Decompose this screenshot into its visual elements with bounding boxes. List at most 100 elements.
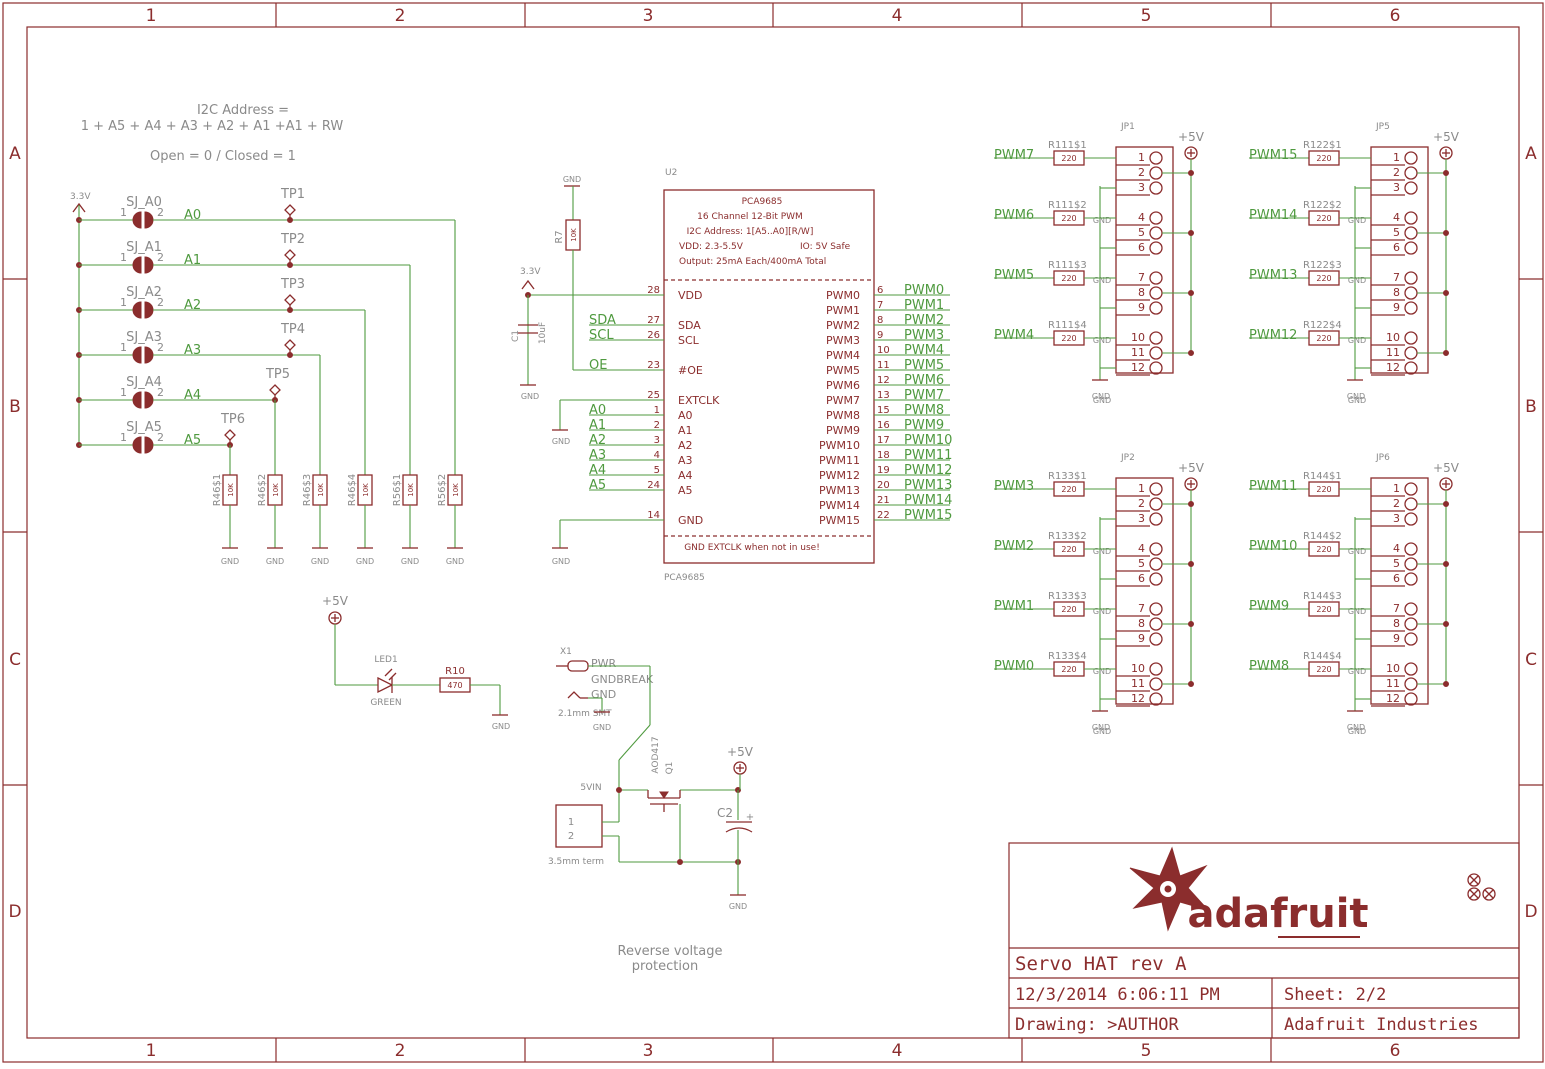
header-pin <box>1149 226 1163 240</box>
c1-gnd-label: GND <box>521 392 539 401</box>
c1-supply-label: 3.3V <box>520 267 541 277</box>
u2-right-net-label: PWM8 <box>904 403 944 418</box>
u2-right-pin-name: PWM3 <box>826 334 860 347</box>
r7-value: 10K <box>570 228 578 242</box>
u2-right-net-label: PWM7 <box>904 388 944 403</box>
u2-right-pin-number: 17 <box>877 435 890 446</box>
header-pin <box>1149 602 1163 616</box>
reverse-note-line1: Reverse voltage <box>618 944 723 959</box>
header-pin-number: 8 <box>1393 286 1400 299</box>
column-label-bottom: 3 <box>643 1041 654 1061</box>
header-pin <box>1404 677 1418 691</box>
header-pin <box>1149 692 1163 706</box>
q1-part: AOD417 <box>651 736 661 773</box>
column-label-top: 3 <box>643 6 654 26</box>
pulldown-ref: R46$1 <box>212 474 223 506</box>
header-signal-net: PWM10 <box>1249 539 1297 554</box>
u2-left-pin-number: 27 <box>647 315 660 326</box>
terminal-type: 3.5mm term <box>548 857 604 867</box>
solder-jumper <box>132 391 142 409</box>
header-pin <box>1149 241 1163 255</box>
header-pin <box>1149 632 1163 646</box>
u2-right-pin-number: 9 <box>877 330 883 341</box>
header-pin-number: 10 <box>1131 331 1145 344</box>
header-pin <box>1149 151 1163 165</box>
header-signal-net: PWM1 <box>994 599 1034 614</box>
header-pin <box>1404 301 1418 315</box>
test-point <box>284 294 296 306</box>
series-resistor-ref: R133$2 <box>1048 531 1087 542</box>
u2-right-pin-name: PWM2 <box>826 319 860 332</box>
header-pin-number: 2 <box>1393 497 1400 510</box>
header-gnd-tag: GND <box>1093 667 1111 676</box>
header-pin <box>1404 211 1418 225</box>
r7-gnd-label: GND <box>563 175 581 184</box>
u2-left-pin-name: SDA <box>678 319 701 332</box>
address-net-label: A4 <box>184 388 201 403</box>
pulldown-ref: R56$2 <box>437 474 448 506</box>
jumper-ref: SJ_A5 <box>126 420 162 435</box>
header-pin-number: 2 <box>1138 497 1145 510</box>
header-signal-net: PWM13 <box>1249 268 1297 283</box>
pulldown-ref: R46$4 <box>347 474 358 506</box>
u2-gnd-label: GND <box>552 557 570 566</box>
header-pin <box>1149 346 1163 360</box>
led-diode <box>377 676 394 694</box>
solder-jumper <box>132 211 142 229</box>
header-pin-number: 3 <box>1138 181 1145 194</box>
led-circuit: +5V LED1 GREEN 470 R10 GND <box>322 594 510 731</box>
i2c-note-line3: Open = 0 / Closed = 1 <box>150 149 296 164</box>
c2-gnd-label: GND <box>729 902 747 911</box>
test-point-ref: TP4 <box>280 322 305 337</box>
u2-right-pin-number: 11 <box>877 360 890 371</box>
header-pin <box>1149 211 1163 225</box>
header-pin <box>1404 602 1418 616</box>
series-resistor-value: 220 <box>1061 665 1076 674</box>
header-signal-net: PWM9 <box>1249 599 1289 614</box>
header-gnd-tag: GND <box>1348 607 1366 616</box>
header-pin-number: 4 <box>1138 211 1145 224</box>
series-resistor-ref: R133$3 <box>1048 591 1087 602</box>
series-resistor-value: 220 <box>1061 485 1076 494</box>
jumper-ref: SJ_A3 <box>126 330 162 345</box>
header-pin-number: 5 <box>1393 226 1400 239</box>
header-pin-number: 4 <box>1393 211 1400 224</box>
series-resistor-value: 220 <box>1061 334 1076 343</box>
header-body <box>1370 146 1429 374</box>
u2-right-pin-number: 19 <box>877 465 890 476</box>
jumper-pin1: 1 <box>120 341 127 354</box>
u2-footer: PCA9685 <box>664 573 705 583</box>
header-ref: JP1 <box>1120 122 1135 132</box>
header-pin <box>1404 632 1418 646</box>
header-pin-number: 11 <box>1131 677 1145 690</box>
jumper-pin2: 2 <box>157 341 164 354</box>
header-supply-label: +5V <box>1178 130 1205 144</box>
series-resistor-value: 220 <box>1316 274 1331 283</box>
column-label-top: 4 <box>892 6 903 26</box>
u2-left-net-label: A3 <box>589 448 606 463</box>
x1-ref: X1 <box>560 647 572 657</box>
u2-left-pin-number: 1 <box>654 405 660 416</box>
header-pin-number: 3 <box>1138 512 1145 525</box>
header-signal-net: PWM11 <box>1249 479 1297 494</box>
series-resistor-ref: R122$2 <box>1303 200 1342 211</box>
address-net-label: A1 <box>184 253 201 268</box>
u2-body <box>663 189 875 564</box>
series-resistor-value: 220 <box>1316 334 1331 343</box>
u2-left-pin-number: 28 <box>647 285 660 296</box>
header-pin <box>1149 286 1163 300</box>
header-body <box>1115 146 1174 374</box>
header-signal-net: PWM6 <box>994 208 1034 223</box>
header-pin <box>1404 557 1418 571</box>
header-pin-number: 8 <box>1138 617 1145 630</box>
u2-left-pin-number: 3 <box>654 435 660 446</box>
u2-right-pin-number: 13 <box>877 390 890 401</box>
u2-left-net-label: A0 <box>589 403 606 418</box>
u2-left-net-label: OE <box>589 358 607 373</box>
u2-right-net-label: PWM11 <box>904 448 952 463</box>
header-pin-number: 4 <box>1138 542 1145 555</box>
